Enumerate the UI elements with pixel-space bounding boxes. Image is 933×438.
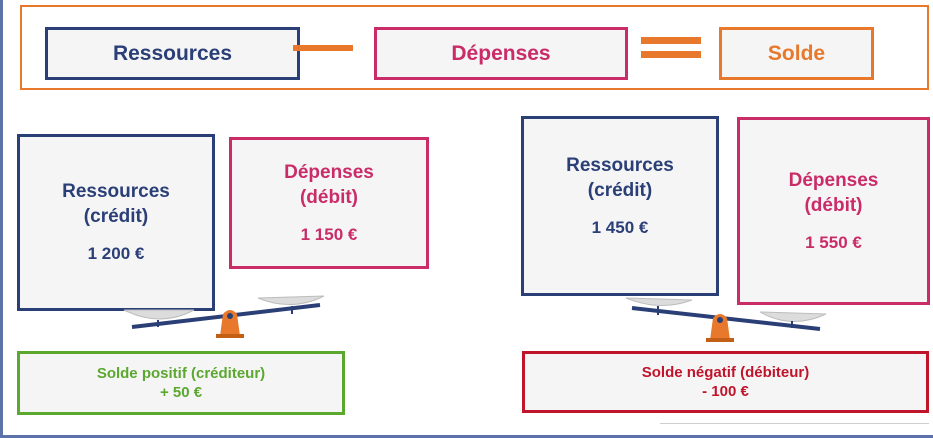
right-ressources-title: Ressources: [566, 155, 674, 176]
left-solde-value: + 50 €: [159, 384, 203, 401]
right-ressources-sub: (crédit): [587, 180, 653, 201]
formula-ressources-label: Ressources: [112, 41, 233, 65]
left-ressources-title: Ressources: [62, 181, 170, 202]
right-depenses-sub: (débit): [804, 194, 863, 216]
formula-solde-box: Solde: [719, 27, 874, 80]
left-depenses-title: Dépenses: [284, 161, 374, 183]
right-solde-label: Solde négatif (débiteur): [641, 364, 810, 381]
balance-scale-icon: [625, 297, 827, 342]
formula-depenses-label: Dépenses: [451, 41, 551, 65]
right-depenses-title: Dépenses: [788, 169, 879, 191]
formula-solde-label: Solde: [767, 41, 826, 65]
right-ressources-box: Ressources (crédit) 1 450 €: [521, 116, 719, 296]
minus-sign-icon: [293, 45, 353, 51]
left-ressources-box: Ressources (crédit) 1 200 €: [17, 134, 215, 311]
equals-sign-icon: [641, 37, 701, 59]
right-depenses-box: Dépenses (débit) 1 550 €: [737, 117, 930, 305]
formula-bar: Ressources Dépenses Solde: [20, 5, 929, 90]
formula-depenses-box: Dépenses: [374, 27, 628, 80]
right-ressources-amount: 1 450 €: [591, 218, 649, 237]
left-depenses-box: Dépenses (débit) 1 150 €: [229, 137, 429, 269]
right-solde-value: - 100 €: [702, 383, 749, 400]
left-solde-label: Solde positif (créditeur): [96, 365, 266, 382]
left-depenses-amount: 1 150 €: [300, 224, 358, 244]
left-ressources-sub: (crédit): [83, 206, 149, 227]
formula-ressources-box: Ressources: [45, 27, 300, 80]
right-solde-box: Solde négatif (débiteur) - 100 €: [522, 351, 929, 413]
balance-scale-icon: [123, 295, 325, 338]
left-depenses-sub: (débit): [299, 186, 359, 208]
right-depenses-amount: 1 550 €: [805, 232, 862, 252]
left-ressources-amount: 1 200 €: [87, 244, 145, 263]
footer-divider: [660, 423, 929, 424]
left-solde-box: Solde positif (créditeur) + 50 €: [17, 351, 345, 415]
